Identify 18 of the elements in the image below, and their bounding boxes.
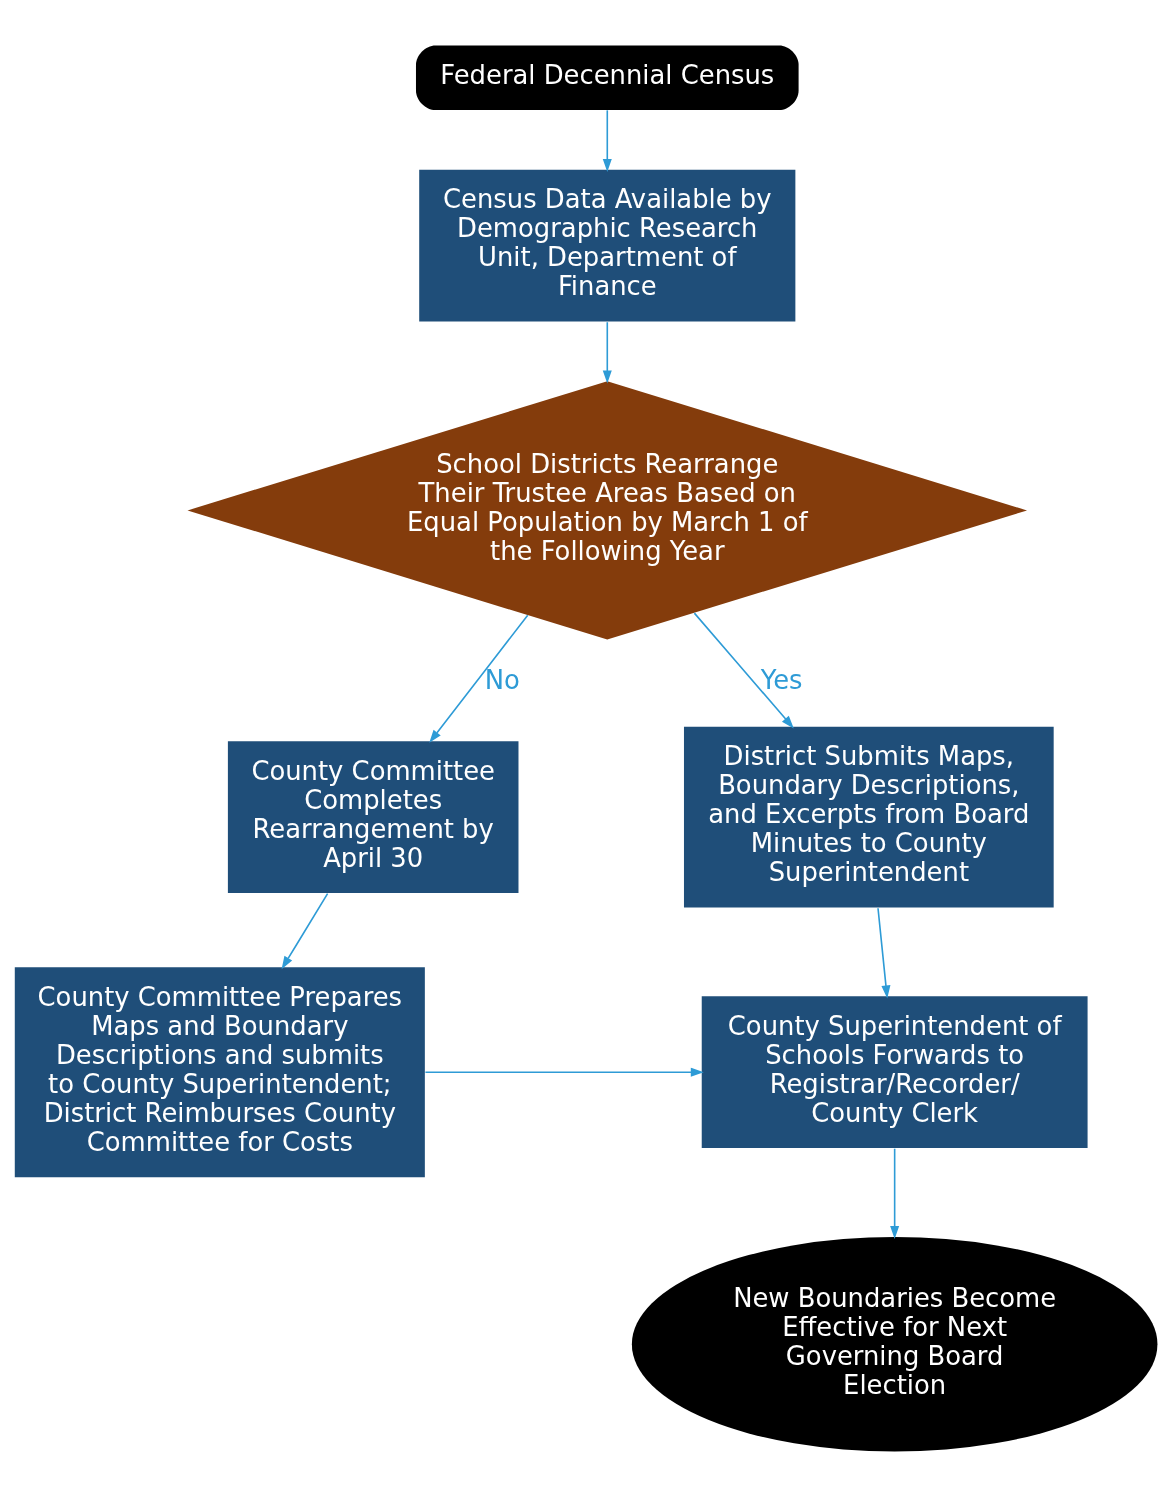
arrow [602, 109, 612, 172]
node-box: Census Data Available by Demographic Research Unit, Department of Finance [419, 169, 796, 322]
arrow [890, 1147, 900, 1239]
node-diamond: School Districts Rearrange Their Trustee Areas Based on Equal Population by March 1 of the Following Year [187, 380, 1028, 640]
edge-label: Yes [760, 664, 803, 695]
arrow [424, 1067, 704, 1077]
node-box: Federal Decennial Census [415, 44, 799, 110]
arrow [281, 892, 329, 969]
node-box: County Committee Prepares Maps and Boundary Descriptions and submits to County Superintendent; District Reimburses County Committee for Costs [14, 966, 425, 1177]
node-box: District Submits Maps, Boundary Descriptions, and Excerpts from Board Minutes to County Superintendent [683, 726, 1054, 908]
arrow [693, 611, 794, 728]
arrow [602, 320, 612, 383]
arrow [429, 613, 529, 743]
edge-label: No [484, 664, 520, 695]
node-box: County Committee Completes Rearrangement by April 30 [227, 740, 519, 893]
node-ellipse: New Boundaries Become Effective for Next Governing Board Election [631, 1236, 1158, 1451]
arrow [877, 906, 891, 998]
node-box: County Superintendent of Schools Forwards to Registrar/Recorder/ County Clerk [701, 995, 1088, 1148]
